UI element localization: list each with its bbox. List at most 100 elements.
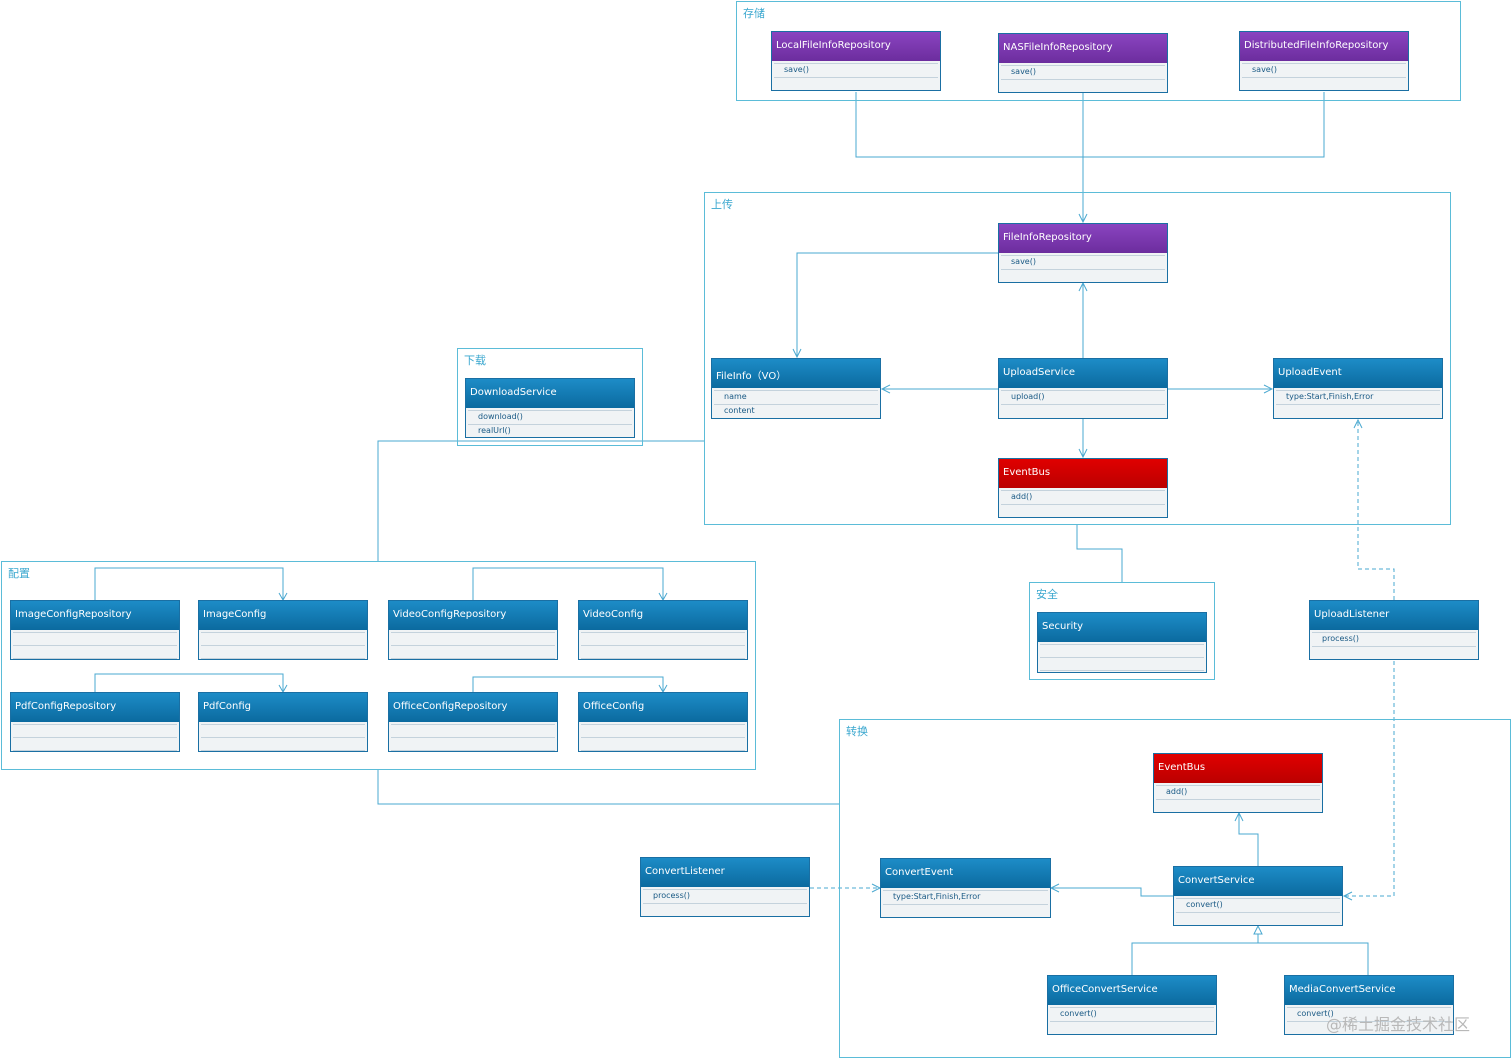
class-security[interactable]: Security (1037, 612, 1207, 673)
class-download-service[interactable]: DownloadService download() realUrl() (465, 378, 635, 438)
class-upload-event[interactable]: UploadEvent type:Start,Finish,Error (1273, 358, 1443, 419)
class-member: convert() (1050, 1008, 1214, 1022)
class-title: DownloadService (466, 379, 634, 408)
class-title: EventBus (1154, 754, 1322, 783)
class-file-info-repository[interactable]: FileInfoRepository save() (998, 223, 1168, 283)
class-member-empty (581, 633, 745, 646)
class-member-empty (391, 725, 555, 738)
class-member-empty (391, 633, 555, 646)
class-member-empty (201, 725, 365, 738)
class-member: process() (1312, 633, 1476, 647)
class-member: convert() (1176, 899, 1340, 913)
class-title: UploadService (999, 359, 1167, 388)
class-video-config[interactable]: VideoConfig (578, 600, 748, 660)
arrow-fileinfo-repo (1078, 213, 1088, 224)
class-member-empty (201, 738, 365, 751)
class-member: upload() (1001, 391, 1165, 405)
class-office-config[interactable]: OfficeConfig (578, 692, 748, 752)
class-image-config-repository[interactable]: ImageConfigRepository (10, 600, 180, 660)
class-convert-event[interactable]: ConvertEvent type:Start,Finish,Error (880, 858, 1051, 918)
class-member: type:Start,Finish,Error (1276, 391, 1440, 405)
class-title: NASFileInfoRepository (999, 34, 1167, 63)
watermark: @稀土掘金技术社区 (1326, 1015, 1471, 1034)
edge-listener-to-convert-service (1344, 661, 1395, 897)
class-member: process() (643, 890, 807, 904)
edge-fileinfo-repo-to-vo (796, 252, 998, 357)
package-upload: 上传 (704, 192, 1451, 525)
arrow-convert-event (1049, 883, 1060, 893)
class-member-empty (13, 725, 177, 738)
class-title: DistributedFileInfoRepository (1240, 32, 1408, 61)
class-title: Security (1038, 613, 1206, 642)
package-label: 上传 (711, 198, 733, 211)
arrow-repo-bottom (1078, 281, 1088, 292)
class-title: PdfConfigRepository (11, 693, 179, 722)
class-pdf-config[interactable]: PdfConfig (198, 692, 368, 752)
package-security: 安全 (1029, 582, 1215, 680)
class-title: FileInfoRepository (999, 224, 1167, 253)
class-event-bus-convert[interactable]: EventBus add() (1153, 753, 1323, 813)
class-member-empty (391, 646, 555, 659)
edge-upload-pkg-to-config (377, 440, 704, 561)
class-nas-file-info-repository[interactable]: NASFileInfoRepository save() (998, 33, 1168, 93)
class-member-empty (13, 633, 177, 646)
class-member: save() (1001, 256, 1165, 270)
class-convert-listener[interactable]: ConvertListener process() (640, 857, 810, 917)
class-title: ConvertEvent (881, 859, 1050, 888)
package-label: 转换 (846, 725, 868, 738)
edge-office-convert-inherit (1131, 942, 1369, 975)
package-download: 下载 (457, 348, 643, 446)
class-member: add() (1156, 786, 1320, 800)
class-member: name (714, 391, 878, 405)
class-title: PdfConfig (199, 693, 367, 722)
class-media-convert-service[interactable]: MediaConvertService convert() (1284, 975, 1454, 1035)
edge-pdf-repo-to-config (94, 673, 284, 692)
class-member-empty (581, 725, 745, 738)
class-title: ImageConfigRepository (11, 601, 179, 630)
class-member-empty (13, 738, 177, 751)
class-distributed-file-info-repository[interactable]: DistributedFileInfoRepository save() (1239, 31, 1409, 91)
class-video-config-repository[interactable]: VideoConfigRepository (388, 600, 558, 660)
class-member-empty (201, 646, 365, 659)
package-label: 配置 (8, 567, 30, 580)
arrow-eventbus-convert (1234, 811, 1244, 822)
class-title: UploadEvent (1274, 359, 1442, 388)
package-config: 配置 (1, 561, 756, 770)
class-member-empty (1040, 645, 1204, 658)
class-title: FileInfo（VO） (712, 359, 880, 388)
class-title: ImageConfig (199, 601, 367, 630)
class-member: save() (1242, 64, 1406, 78)
class-event-bus-upload[interactable]: EventBus add() (998, 458, 1168, 518)
class-member-empty (1040, 658, 1204, 671)
arrow-inherit-triangle (1253, 924, 1263, 935)
class-title: OfficeConvertService (1048, 976, 1216, 1005)
package-label: 下载 (464, 354, 486, 367)
class-title: EventBus (999, 459, 1167, 488)
class-upload-service[interactable]: UploadService upload() (998, 358, 1168, 419)
class-title: VideoConfigRepository (389, 601, 557, 630)
class-local-file-info-repository[interactable]: LocalFileInfoRepository save() (771, 31, 941, 91)
class-office-config-repository[interactable]: OfficeConfigRepository (388, 692, 558, 752)
class-pdf-config-repository[interactable]: PdfConfigRepository (10, 692, 180, 752)
class-member: convert() (1287, 1008, 1451, 1022)
edge-video-repo-to-config (472, 567, 664, 600)
arrow-vo-top (792, 348, 802, 359)
class-member: save() (1001, 66, 1165, 80)
class-title: UploadListener (1310, 601, 1478, 630)
class-upload-listener[interactable]: UploadListener process() (1309, 600, 1479, 660)
edge-config-to-convert (377, 770, 839, 805)
class-title: VideoConfig (579, 601, 747, 630)
class-file-info-vo[interactable]: FileInfo（VO） name content (711, 358, 881, 419)
package-storage: 存储 (736, 1, 1461, 101)
class-member: content (714, 405, 878, 418)
class-title: ConvertService (1174, 867, 1342, 896)
edge-listener-to-upload-event (1357, 420, 1395, 600)
package-label: 安全 (1036, 588, 1058, 601)
class-convert-service[interactable]: ConvertService convert() (1173, 866, 1343, 926)
class-member: download() (468, 411, 632, 425)
package-label: 存储 (743, 7, 765, 20)
package-convert: 转换 (839, 719, 1511, 1058)
class-office-convert-service[interactable]: OfficeConvertService convert() (1047, 975, 1217, 1035)
class-image-config[interactable]: ImageConfig (198, 600, 368, 660)
arrow-upload-event (1263, 384, 1274, 394)
